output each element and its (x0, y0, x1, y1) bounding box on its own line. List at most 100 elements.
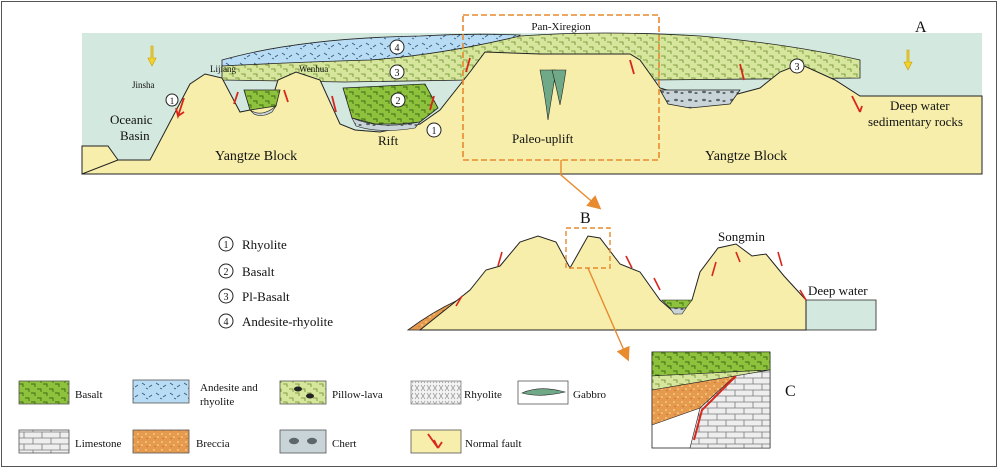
legend-label: Pillow-lava (332, 389, 383, 401)
legend-item-andesite: Andesite and rhyolite (132, 379, 258, 408)
legend-item-gabbro: Gabbro (517, 380, 606, 405)
fault-arrow (711, 261, 717, 277)
jinsha-label: Jinsha (132, 80, 155, 90)
panel-b-cross-section: B Songmin Deep water (406, 210, 877, 331)
lijiang-label: Lijiang (210, 64, 236, 74)
marker-2: 2 (396, 96, 401, 107)
subsidence-arrow (147, 45, 157, 67)
marker-1b: 1 (432, 126, 437, 137)
fault-arrow (429, 95, 435, 111)
marker-4: 4 (395, 43, 400, 54)
numbered-legend-num: 2 (224, 267, 229, 278)
fault-arrow (851, 95, 863, 113)
right-basin-fill (659, 89, 741, 109)
connector-b-to-c (587, 267, 630, 362)
subsidence-arrows (147, 45, 913, 71)
rift-chert-fill (351, 117, 421, 131)
panel-c-limestone (689, 369, 771, 449)
legend-item-pillow-lava: Pillow-lava (279, 380, 383, 405)
legend-swatch (132, 429, 190, 454)
legend-item-limestone: Limestone (18, 429, 122, 454)
legend-item-rhyolite: Rhyolite (410, 380, 502, 405)
legend-label-line2: rhyolite (200, 396, 234, 408)
numbered-legend-item-1: 1 Rhyolite (218, 236, 287, 252)
numbered-legend-text: Basalt (242, 264, 275, 279)
fault-arrow (175, 97, 185, 120)
numbered-legend-num: 4 (224, 317, 229, 328)
fault-arrow (799, 289, 807, 301)
numbered-legend-item-3: 3 Pl-Basalt (218, 288, 290, 304)
legend-label: Basalt (75, 389, 103, 401)
fault-arrow (625, 255, 633, 269)
numbered-legend-item-4: 4 Andesite-rhyolite (218, 313, 333, 329)
fault-arrow (331, 95, 337, 113)
panel-c-fault (693, 375, 737, 441)
yangtze-block-left-label: Yangtze Block (215, 149, 297, 164)
legend-swatch (279, 429, 327, 454)
legend-label: Chert (332, 438, 356, 450)
marker-1a: 1 (170, 96, 175, 106)
wenhua-label: Wenhua (299, 64, 328, 74)
deep-water-label-line2: sedimentary rocks (868, 114, 963, 129)
numbered-legend: 1 Rhyolite 2 Basalt 3 Pl-Basalt 4 Andesi… (218, 236, 333, 329)
gabbro-dike-2 (551, 69, 567, 106)
legend-item-normal-fault: Normal fault (410, 429, 522, 454)
fault-arrow (735, 251, 741, 263)
rift-label: Rift (378, 133, 399, 148)
deep-water-b-label: Deep water (808, 283, 868, 298)
panel-b-block (418, 235, 807, 331)
lithology-legend: Basalt Andesite and rhyolite Pillow-lava… (18, 379, 606, 454)
deep-water-area (805, 299, 877, 331)
panel-a-faults (175, 57, 863, 120)
pan-xi-region-label: Pan-Xiregion (531, 21, 591, 33)
panel-c-label: C (785, 383, 796, 400)
legend-label: Limestone (75, 438, 122, 450)
legend-label-line1: Andesite and (200, 382, 258, 394)
fault-arrow (739, 63, 745, 81)
small-block (81, 145, 119, 175)
marker-3b: 3 (795, 62, 800, 73)
legend-label: Breccia (196, 438, 230, 450)
oceanic-basin-label-line1: Oceanic (110, 112, 153, 127)
legend-swatch (18, 380, 70, 405)
legend-label: Normal fault (465, 438, 522, 450)
connector-a-to-b (560, 160, 602, 210)
fault-arrow (653, 277, 661, 291)
panel-b-chert-basin (669, 307, 687, 315)
numbered-legend-text: Rhyolite (242, 237, 287, 252)
legend-swatch (279, 380, 327, 405)
fault-arrow (777, 251, 783, 267)
fault-arrow (629, 59, 635, 75)
paleo-uplift-label: Paleo-uplift (512, 131, 574, 146)
panel-b-label: B (580, 210, 591, 227)
lijiang-chert-fill (249, 105, 277, 116)
fault-arrow (283, 89, 289, 103)
panel-c-detail: C (651, 351, 796, 449)
legend-swatch (410, 380, 462, 405)
legend-swatch (132, 379, 190, 404)
panel-a-cross-section: 1 1 2 3 3 4 A Pan-Xiregion Yangtze Block… (81, 14, 983, 175)
legend-label: Rhyolite (464, 389, 502, 401)
numbered-legend-num: 3 (224, 292, 229, 303)
songmin-label: Songmin (718, 229, 765, 244)
numbered-legend-item-2: 2 Basalt (218, 263, 275, 279)
fault-arrow (233, 91, 239, 105)
yangtze-block-right-label: Yangtze Block (705, 149, 787, 164)
panel-a-markers: 1 1 2 3 3 4 (165, 39, 805, 138)
numbered-legend-num: 1 (224, 240, 229, 251)
fault-arrow (497, 251, 503, 267)
legend-item-chert: Chert (279, 429, 356, 454)
fault-arrow (455, 295, 463, 307)
legend-item-breccia: Breccia (132, 429, 230, 454)
numbered-legend-text: Andesite-rhyolite (242, 314, 333, 329)
legend-item-basalt: Basalt (18, 380, 103, 405)
numbered-legend-text: Pl-Basalt (242, 289, 290, 304)
panel-b-faults (455, 251, 807, 307)
fault-arrow (465, 57, 471, 73)
legend-label: Gabbro (573, 389, 606, 401)
legend-swatch (18, 429, 70, 454)
deep-water-label-line1: Deep water (890, 98, 950, 113)
marker-3a: 3 (395, 68, 400, 79)
